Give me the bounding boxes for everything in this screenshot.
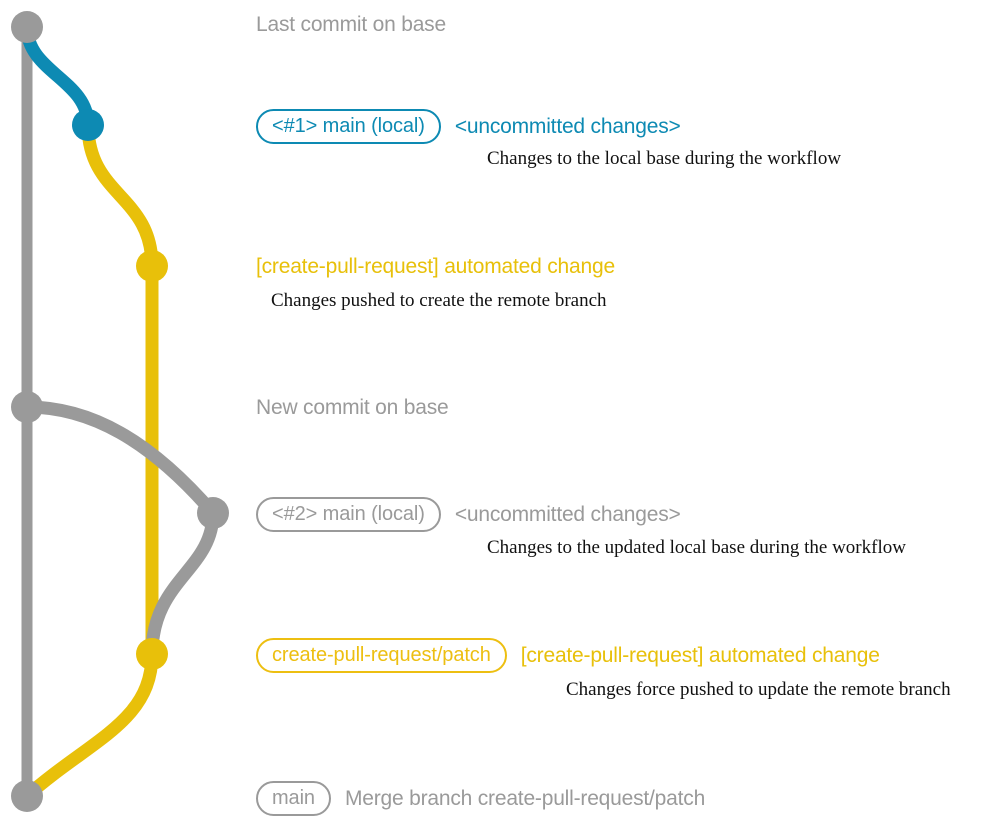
row-subtext-local-commit-1: Changes to the local base during the wor… bbox=[487, 148, 842, 169]
node-merge-commit[interactable] bbox=[11, 780, 43, 812]
row-headline-patch-commit-1: [create-pull-request] automated change bbox=[256, 255, 615, 278]
row-headline-patch-commit-2: [create-pull-request] automated change bbox=[520, 644, 880, 667]
branch-badge-create-pull-request-patch[interactable]: create-pull-request/patch bbox=[256, 638, 507, 673]
edge-local-2-to-patch-2 bbox=[145, 506, 220, 661]
node-patch-commit-1[interactable] bbox=[136, 250, 168, 282]
row-subtext-patch-commit-2: Changes force pushed to update the remot… bbox=[566, 679, 951, 700]
row-subtext-local-commit-2: Changes to the updated local base during… bbox=[487, 537, 906, 558]
node-base-head[interactable] bbox=[11, 11, 43, 43]
row-merge-commit: main Merge branch create-pull-request/pa… bbox=[256, 781, 705, 816]
row-headline-local-commit-1: <uncommitted changes> bbox=[454, 115, 681, 138]
row-new-commit-on-base: New commit on base bbox=[256, 396, 449, 419]
node-local-commit-2[interactable] bbox=[197, 497, 229, 529]
row-patch-commit-2: create-pull-request/patch [create-pull-r… bbox=[256, 638, 880, 673]
row-local-commit-1: <#1> main (local) <uncommitted changes> bbox=[256, 109, 681, 144]
node-patch-commit-2[interactable] bbox=[136, 638, 168, 670]
row-local-commit-2: <#2> main (local) <uncommitted changes> bbox=[256, 497, 681, 532]
edge-local-1-to-patch-1 bbox=[81, 118, 159, 273]
branch-badge-main-local-2[interactable]: <#2> main (local) bbox=[256, 497, 441, 532]
row-headline-new-commit-on-base: New commit on base bbox=[256, 396, 449, 419]
branch-badge-main-local-1[interactable]: <#1> main (local) bbox=[256, 109, 441, 144]
edge-base-to-local-1 bbox=[20, 20, 95, 132]
row-headline-merge-commit: Merge branch create-pull-request/patch bbox=[344, 787, 706, 810]
row-headline-last-commit-on-base: Last commit on base bbox=[256, 13, 446, 36]
node-local-commit-1[interactable] bbox=[72, 109, 104, 141]
row-last-commit-on-base: Last commit on base bbox=[256, 14, 446, 35]
row-subtext-patch-commit-1: Changes pushed to create the remote bran… bbox=[271, 290, 607, 311]
row-headline-local-commit-2: <uncommitted changes> bbox=[454, 503, 681, 526]
branch-badge-main[interactable]: main bbox=[256, 781, 331, 816]
row-patch-commit-1: [create-pull-request] automated change bbox=[256, 256, 615, 277]
edge-base-new-to-local-2 bbox=[20, 400, 220, 520]
node-base-new[interactable] bbox=[11, 391, 43, 423]
edge-patch-2-to-merge bbox=[20, 647, 159, 803]
